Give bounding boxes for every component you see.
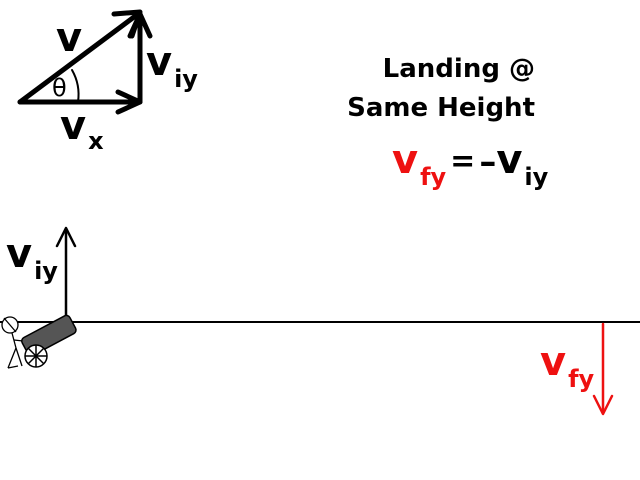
landing-vector-base: v <box>540 339 567 385</box>
launch-arrowhead <box>55 226 77 248</box>
launch-vector-base: v <box>6 231 33 277</box>
landing-velocity-arrow <box>592 322 614 416</box>
equation-rhs-base: v <box>496 137 523 183</box>
resultant-arrow <box>17 11 141 105</box>
landing-vector-label: vfy <box>540 339 594 391</box>
equation-minus: – <box>479 142 497 182</box>
launch-vector-sub: iy <box>34 257 58 285</box>
landing-vector-sub: fy <box>568 365 595 393</box>
title-line-2: Same Height <box>347 93 535 123</box>
cannon-wheel <box>24 344 48 368</box>
y-component-base: v <box>146 39 173 85</box>
angle-arc <box>71 69 80 103</box>
title-line-1: Landing @ <box>382 54 535 84</box>
launch-velocity-arrow <box>55 226 77 324</box>
landing-arrowhead <box>592 394 614 416</box>
x-component-base: v <box>60 103 87 149</box>
y-component-label: viy <box>146 39 198 91</box>
y-component-sub: iy <box>174 65 198 93</box>
equation: vfy=–viy <box>392 137 548 189</box>
equation-lhs-sub: fy <box>420 163 447 191</box>
equation-rhs-sub: iy <box>524 163 549 191</box>
resultant-arrowhead <box>111 9 143 39</box>
launch-vector-label: viy <box>6 231 58 283</box>
angle-label: θ <box>52 74 67 102</box>
cannon-illustration <box>1 314 77 369</box>
equation-equals: = <box>450 144 476 179</box>
x-component-label: vx <box>60 103 104 153</box>
equation-lhs-base: v <box>392 137 419 183</box>
x-component-sub: x <box>88 127 104 155</box>
vector-triangle <box>17 9 153 115</box>
resultant-label: v <box>56 15 83 61</box>
